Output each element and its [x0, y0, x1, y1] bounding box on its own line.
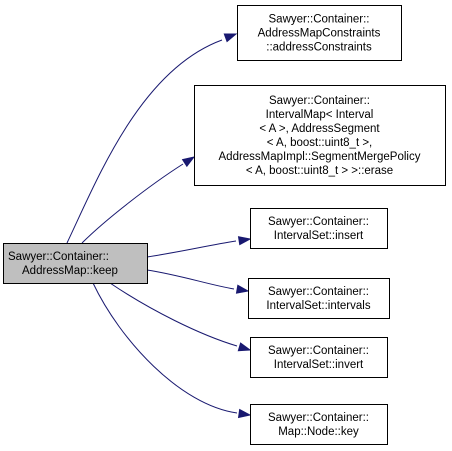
edge-arrowhead	[181, 156, 196, 168]
target-node-box[interactable]	[194, 85, 446, 186]
node-erase[interactable]: Sawyer::Container::IntervalMap< Interval…	[194, 85, 446, 186]
edge-keep-to-invert	[109, 282, 252, 352]
edge-keep-to-addressConstraints	[66, 33, 238, 244]
edge-keep-to-key	[92, 282, 252, 419]
node-label-line: IntervalSet::insert	[274, 230, 364, 242]
edge-line	[109, 282, 238, 347]
node-label-line: Map::Node::key	[278, 426, 359, 438]
node-label-line: IntervalMap< Interval	[266, 109, 374, 121]
target-node-box[interactable]	[250, 337, 388, 378]
edge-keep-to-insert	[146, 236, 252, 258]
edge-arrowhead	[237, 408, 252, 419]
call-edges	[66, 33, 252, 419]
node-keep[interactable]: Sawyer::Container::AddressMap::keep	[3, 243, 148, 284]
node-label-line: Sawyer::Container::	[268, 412, 369, 424]
node-label-line: IntervalSet::invert	[274, 359, 364, 371]
edge-keep-to-intervals	[146, 269, 250, 294]
node-label-line: AddressMap::keep	[22, 265, 118, 277]
function-nodes: Sawyer::Container::AddressMap::keepSawye…	[3, 5, 446, 445]
edge-line	[92, 282, 238, 414]
edge-line	[66, 39, 223, 244]
node-label-line: AddressMapConstraints	[258, 28, 381, 40]
edge-keep-to-erase	[81, 156, 196, 244]
node-insert[interactable]: Sawyer::Container::IntervalSet::insert	[250, 208, 388, 249]
edge-arrowhead	[237, 342, 252, 352]
node-label-line: Sawyer::Container::	[8, 251, 109, 263]
root-node-box[interactable]	[3, 243, 148, 284]
node-key[interactable]: Sawyer::Container::Map::Node::key	[250, 404, 388, 445]
node-label-line: Sawyer::Container::	[268, 216, 369, 228]
target-node-box[interactable]	[237, 5, 402, 61]
edge-arrowhead	[235, 284, 250, 294]
edge-line	[81, 163, 184, 244]
node-label-line: IntervalSet::intervals	[266, 300, 370, 312]
target-node-box[interactable]	[250, 208, 388, 249]
node-label-line: Sawyer::Container::	[268, 345, 369, 357]
node-addressConstraints[interactable]: Sawyer::Container::AddressMapConstraints…	[237, 5, 402, 61]
target-node-box[interactable]	[250, 404, 388, 445]
node-label-line: Sawyer::Container::	[269, 14, 370, 26]
node-invert[interactable]: Sawyer::Container::IntervalSet::invert	[250, 337, 388, 378]
node-label-line: Sawyer::Container::	[268, 286, 369, 298]
edge-line	[146, 269, 235, 290]
edge-arrowhead	[223, 33, 238, 43]
node-label-line: Sawyer::Container::	[269, 95, 370, 107]
node-label-line: < A, boost::uint8_t > >::erase	[246, 165, 393, 177]
node-label-line: ::addressConstraints	[266, 42, 372, 54]
node-label-line: AddressMapImpl::SegmentMergePolicy	[219, 151, 421, 163]
node-label-line: < A >, AddressSegment	[259, 123, 380, 135]
node-intervals[interactable]: Sawyer::Container::IntervalSet::interval…	[248, 278, 390, 319]
node-label-line: < A, boost::uint8_t >,	[267, 137, 373, 149]
target-node-box[interactable]	[248, 278, 390, 319]
edge-line	[146, 240, 237, 258]
edge-arrowhead	[237, 236, 252, 246]
